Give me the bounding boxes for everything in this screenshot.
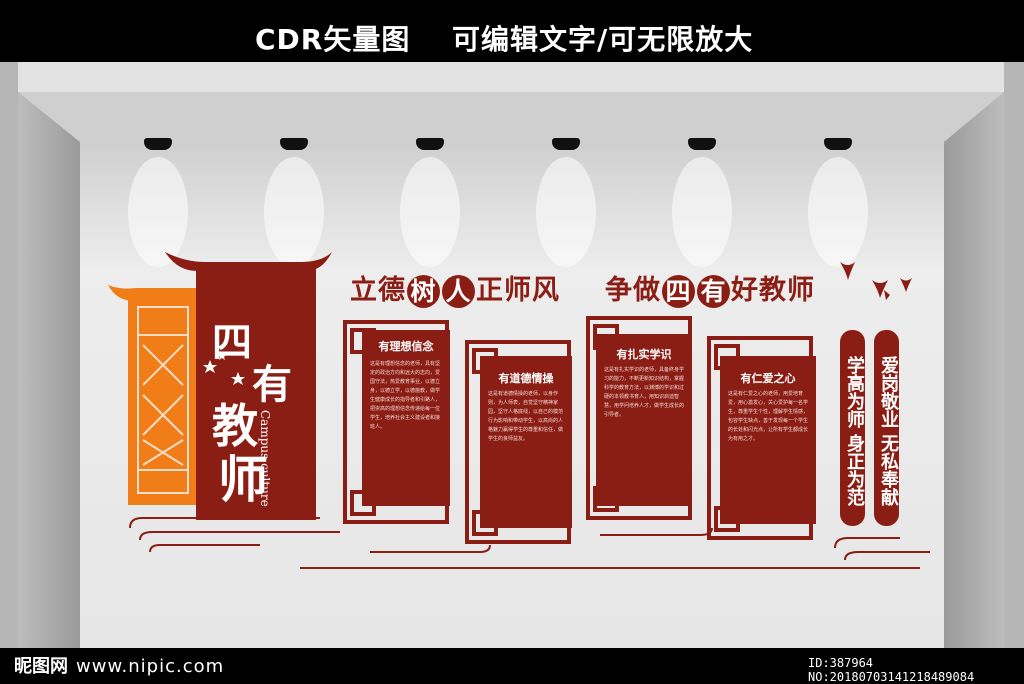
panel-body: 这是有理想信念的老师，具有坚定的政治方向和远大的志向，爱国守法，热爱教育事业，以… [370,361,441,430]
star-icons [203,352,245,385]
slogan-left-a: 立德 [350,275,406,306]
slogan-right-circle-2: 有 [697,275,730,308]
panel-benevolence: 有仁爱之心 这是有仁爱之心的老师，用爱培育爱，用心激发心，关心爱护每一名学生，尊… [720,356,816,524]
main-char-si: 四 [212,319,252,366]
slogan-left-circle-1: 树 [407,275,440,308]
slogan-left: 立德树人正师风 [350,268,560,308]
slogan-left-circle-2: 人 [442,275,475,308]
main-banner [196,268,316,520]
spotlight-icon [552,138,580,150]
campus-culture-label: Campus culture [258,410,272,507]
panel-title: 有仁爱之心 [740,372,796,385]
bird-icons [840,262,912,300]
spotlight-icon [824,138,852,150]
scroll-right: 爱岗敬业 无私奉献 [874,330,899,526]
slogan-left-b: 正师风 [476,275,560,306]
watermark-bar [0,648,1024,684]
panel-ideal: 有理想信念 这是有理想信念的老师，具有坚定的政治方向和远大的志向，爱国守法，热爱… [362,330,450,506]
slogan-right-circle-1: 四 [662,275,695,308]
panel-body: 这是有扎实学识的老师，具备终身学习的能力，不断更新知识结构，掌握科学的教育方法，… [604,367,685,418]
main-char-you: 有 [252,361,292,408]
panel-title: 有扎实学识 [616,348,672,361]
scroll-left: 学高为师 身正为范 [840,330,865,526]
slogan-right: 争做四有好教师 [605,268,815,308]
panel-body: 这是有仁爱之心的老师，用爱培育爱，用心激发心，关心爱护每一名学生，尊重学生个性，… [728,391,809,442]
orange-eave [108,285,200,301]
main-eave [165,252,332,271]
panel-knowledge: 有扎实学识 这是有扎实学识的老师，具备终身学习的能力，不断更新知识结构，掌握科学… [596,334,692,506]
main-char-shi: 师 [218,450,268,509]
main-char-jiao: 教 [212,399,258,453]
lattice-pattern [137,306,189,494]
spotlight-icon [280,138,308,150]
top-banner: CDR矢量图 可编辑文字/可无限放大 [0,0,1024,62]
banner-right-text: 可编辑文字/可无限放大 [452,23,754,56]
slogan-right-a: 争做 [605,275,661,306]
panel-morality: 有道德情操 这是有道德情操的老师，以身作则，为人师表，自觉坚守精神家园，坚守人格… [480,356,572,528]
watermark-id: ID:387964 NO:20180703141218489084 [808,656,975,684]
watermark-site: 昵图网 [14,656,68,677]
panel-body: 这是有道德情操的老师，以身作则，为人师表，自觉坚守精神家园，坚守人格底线，以自己… [488,391,564,442]
spotlight-icon [416,138,444,150]
watermark-logo: 昵图网 www.nipic.com [14,652,224,678]
spotlight-icon [144,138,172,150]
watermark-url: www.nipic.com [76,656,225,677]
panel-title: 有道德情操 [498,372,554,385]
spotlight-icon [688,138,716,150]
panel-title: 有理想信念 [378,340,434,353]
slogan-right-b: 好教师 [731,275,815,306]
banner-left-text: CDR矢量图 [255,23,411,56]
